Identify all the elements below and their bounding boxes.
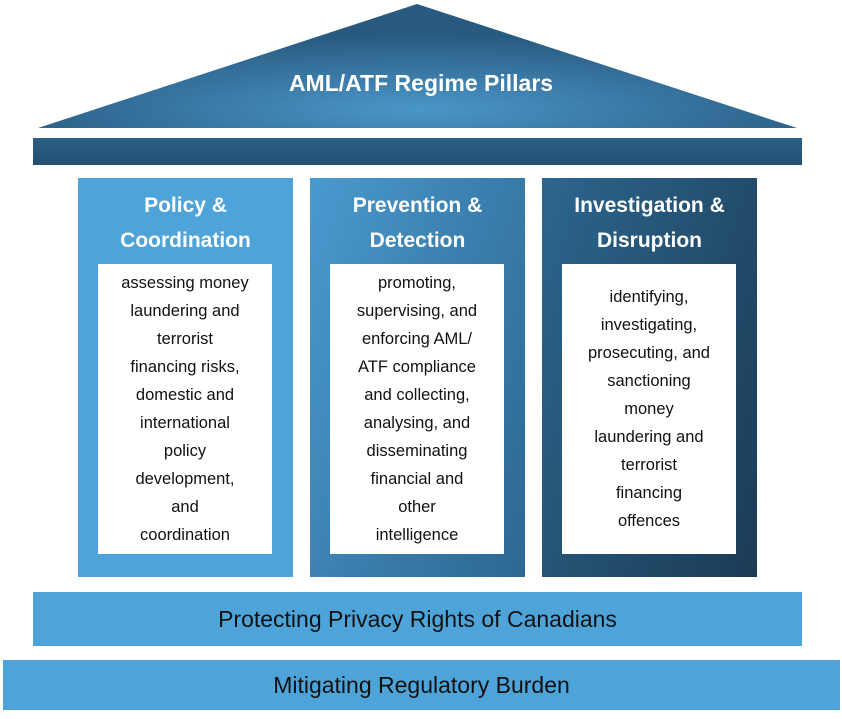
description-line: assessing money: [121, 274, 249, 292]
pillar-title-line: Disruption: [597, 229, 702, 252]
description-line: disseminating: [366, 442, 468, 460]
description-line: sanctioning: [607, 372, 691, 390]
pillar-description-box: promoting, supervising, and enforcing AML/…: [330, 264, 504, 554]
description-line: and collecting,: [364, 386, 470, 404]
description-line: financing: [615, 484, 683, 502]
description-line: offences: [617, 512, 681, 530]
pillar-prevention-detection: Prevention & Detection promoting, supervi…: [310, 178, 525, 577]
description-line: other: [398, 498, 436, 516]
pillar-description: promoting, supervising, and enforcing AML/…: [357, 269, 477, 549]
pillar-policy-coordination: Policy & Coordination assessing money lau…: [78, 178, 293, 577]
description-line: financing risks,: [130, 358, 240, 376]
description-line: terrorist: [621, 456, 677, 474]
description-line: coordination: [140, 526, 230, 544]
description-line: development,: [135, 470, 235, 488]
pillar-description: assessing money laundering and terrorist fi…: [121, 269, 248, 549]
roof-beam: [33, 138, 802, 165]
description-line: money: [624, 400, 674, 418]
description-line: promoting,: [378, 274, 456, 292]
description-line: investigating,: [600, 316, 698, 334]
description-line: laundering and: [594, 428, 704, 446]
description-line: policy: [163, 442, 207, 460]
pillar-title-line: Detection: [369, 229, 466, 252]
pillar-title-line: Coordination: [120, 229, 251, 252]
pillar-description-box: assessing money laundering and terrorist fi…: [98, 264, 272, 554]
pillar-description-box: identifying, investigating, prosecuting, a…: [562, 264, 736, 554]
pillar-title-line: Investigation &: [574, 194, 725, 217]
roof-triangle: [38, 4, 797, 128]
description-line: identifying,: [609, 288, 689, 306]
description-line: intelligence: [375, 526, 459, 544]
pillar-investigation-disruption: Investigation & Disruption identifying,i…: [542, 178, 757, 577]
foundation-regulatory-burden: Mitigating Regulatory Burden: [3, 660, 840, 710]
pillar-title: Investigation & Disruption: [542, 188, 757, 258]
pillar-title: Policy & Coordination: [78, 188, 293, 258]
pillar-title: Prevention & Detection: [310, 188, 525, 258]
description-line: analysing, and: [363, 414, 471, 432]
pillar-title-line: Prevention &: [352, 194, 483, 217]
description-line: supervising, and: [356, 302, 478, 320]
pillar-title-line: Policy &: [144, 194, 227, 217]
description-line: and: [171, 498, 199, 516]
pillar-description: identifying, investigating, prosecuting, a…: [588, 283, 710, 535]
description-line: financial and: [370, 470, 464, 488]
description-line: laundering and: [130, 302, 240, 320]
foundation-privacy-rights: Protecting Privacy Rights of Canadians: [33, 592, 802, 646]
description-line: domestic and: [135, 386, 235, 404]
description-line: international: [140, 414, 230, 432]
roof-title: AML/ATF Regime Pillars: [288, 70, 554, 96]
description-line: ATF compliance: [358, 358, 476, 376]
description-line: terrorist: [157, 330, 213, 348]
description-line: prosecuting, and: [587, 344, 710, 362]
description-line: enforcing AML/: [361, 330, 473, 348]
